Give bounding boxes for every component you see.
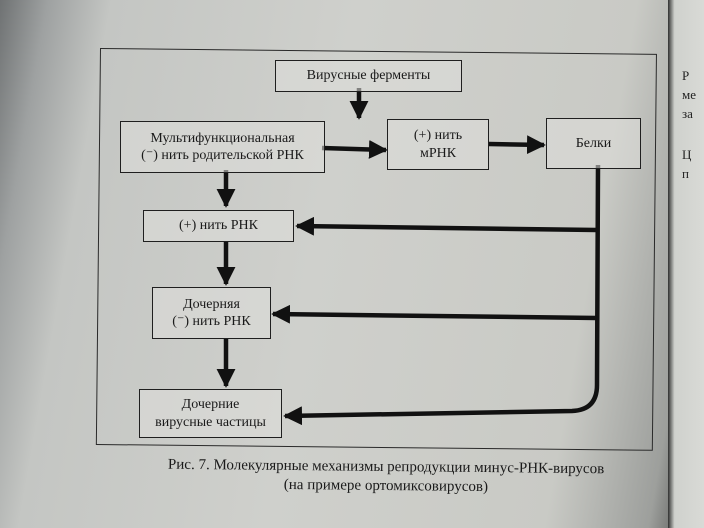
box-plus-rna: (+) нить РНК bbox=[143, 210, 294, 242]
box-virus-enzymes: Вирусные ферменты bbox=[275, 60, 462, 92]
adjacent-page-text: ме bbox=[682, 87, 696, 102]
adjacent-page-text: Р bbox=[682, 68, 690, 83]
arrow-mrna-to-proteins bbox=[488, 135, 546, 155]
arrow-proteins-to-daughter bbox=[271, 304, 598, 324]
adjacent-page-text: п bbox=[682, 166, 689, 181]
figure-caption: Рис. 7. Молекулярные механизмы репродукц… bbox=[96, 455, 676, 499]
adjacent-page-text: Ц bbox=[682, 147, 692, 162]
box-daughter-minus-rna: Дочерняя (⁻) нить РНК bbox=[152, 287, 271, 339]
arrow-proteins-to-plus-rna bbox=[295, 216, 598, 236]
box-daughter-virus-particles: Дочерние вирусные частицы bbox=[139, 389, 282, 438]
box-multifunctional-parent-rna: Мультифункциональная (⁻) нить родительск… bbox=[120, 121, 325, 173]
arrow-parent-to-mrna bbox=[321, 140, 388, 159]
adjacent-page: Р ме за Ц п bbox=[668, 0, 704, 528]
box-plus-mrna: (+) нить мРНК bbox=[387, 119, 489, 170]
box-proteins: Белки bbox=[546, 118, 641, 169]
adjacent-page-text: за bbox=[682, 106, 693, 121]
protein-feedback-line bbox=[283, 164, 601, 426]
